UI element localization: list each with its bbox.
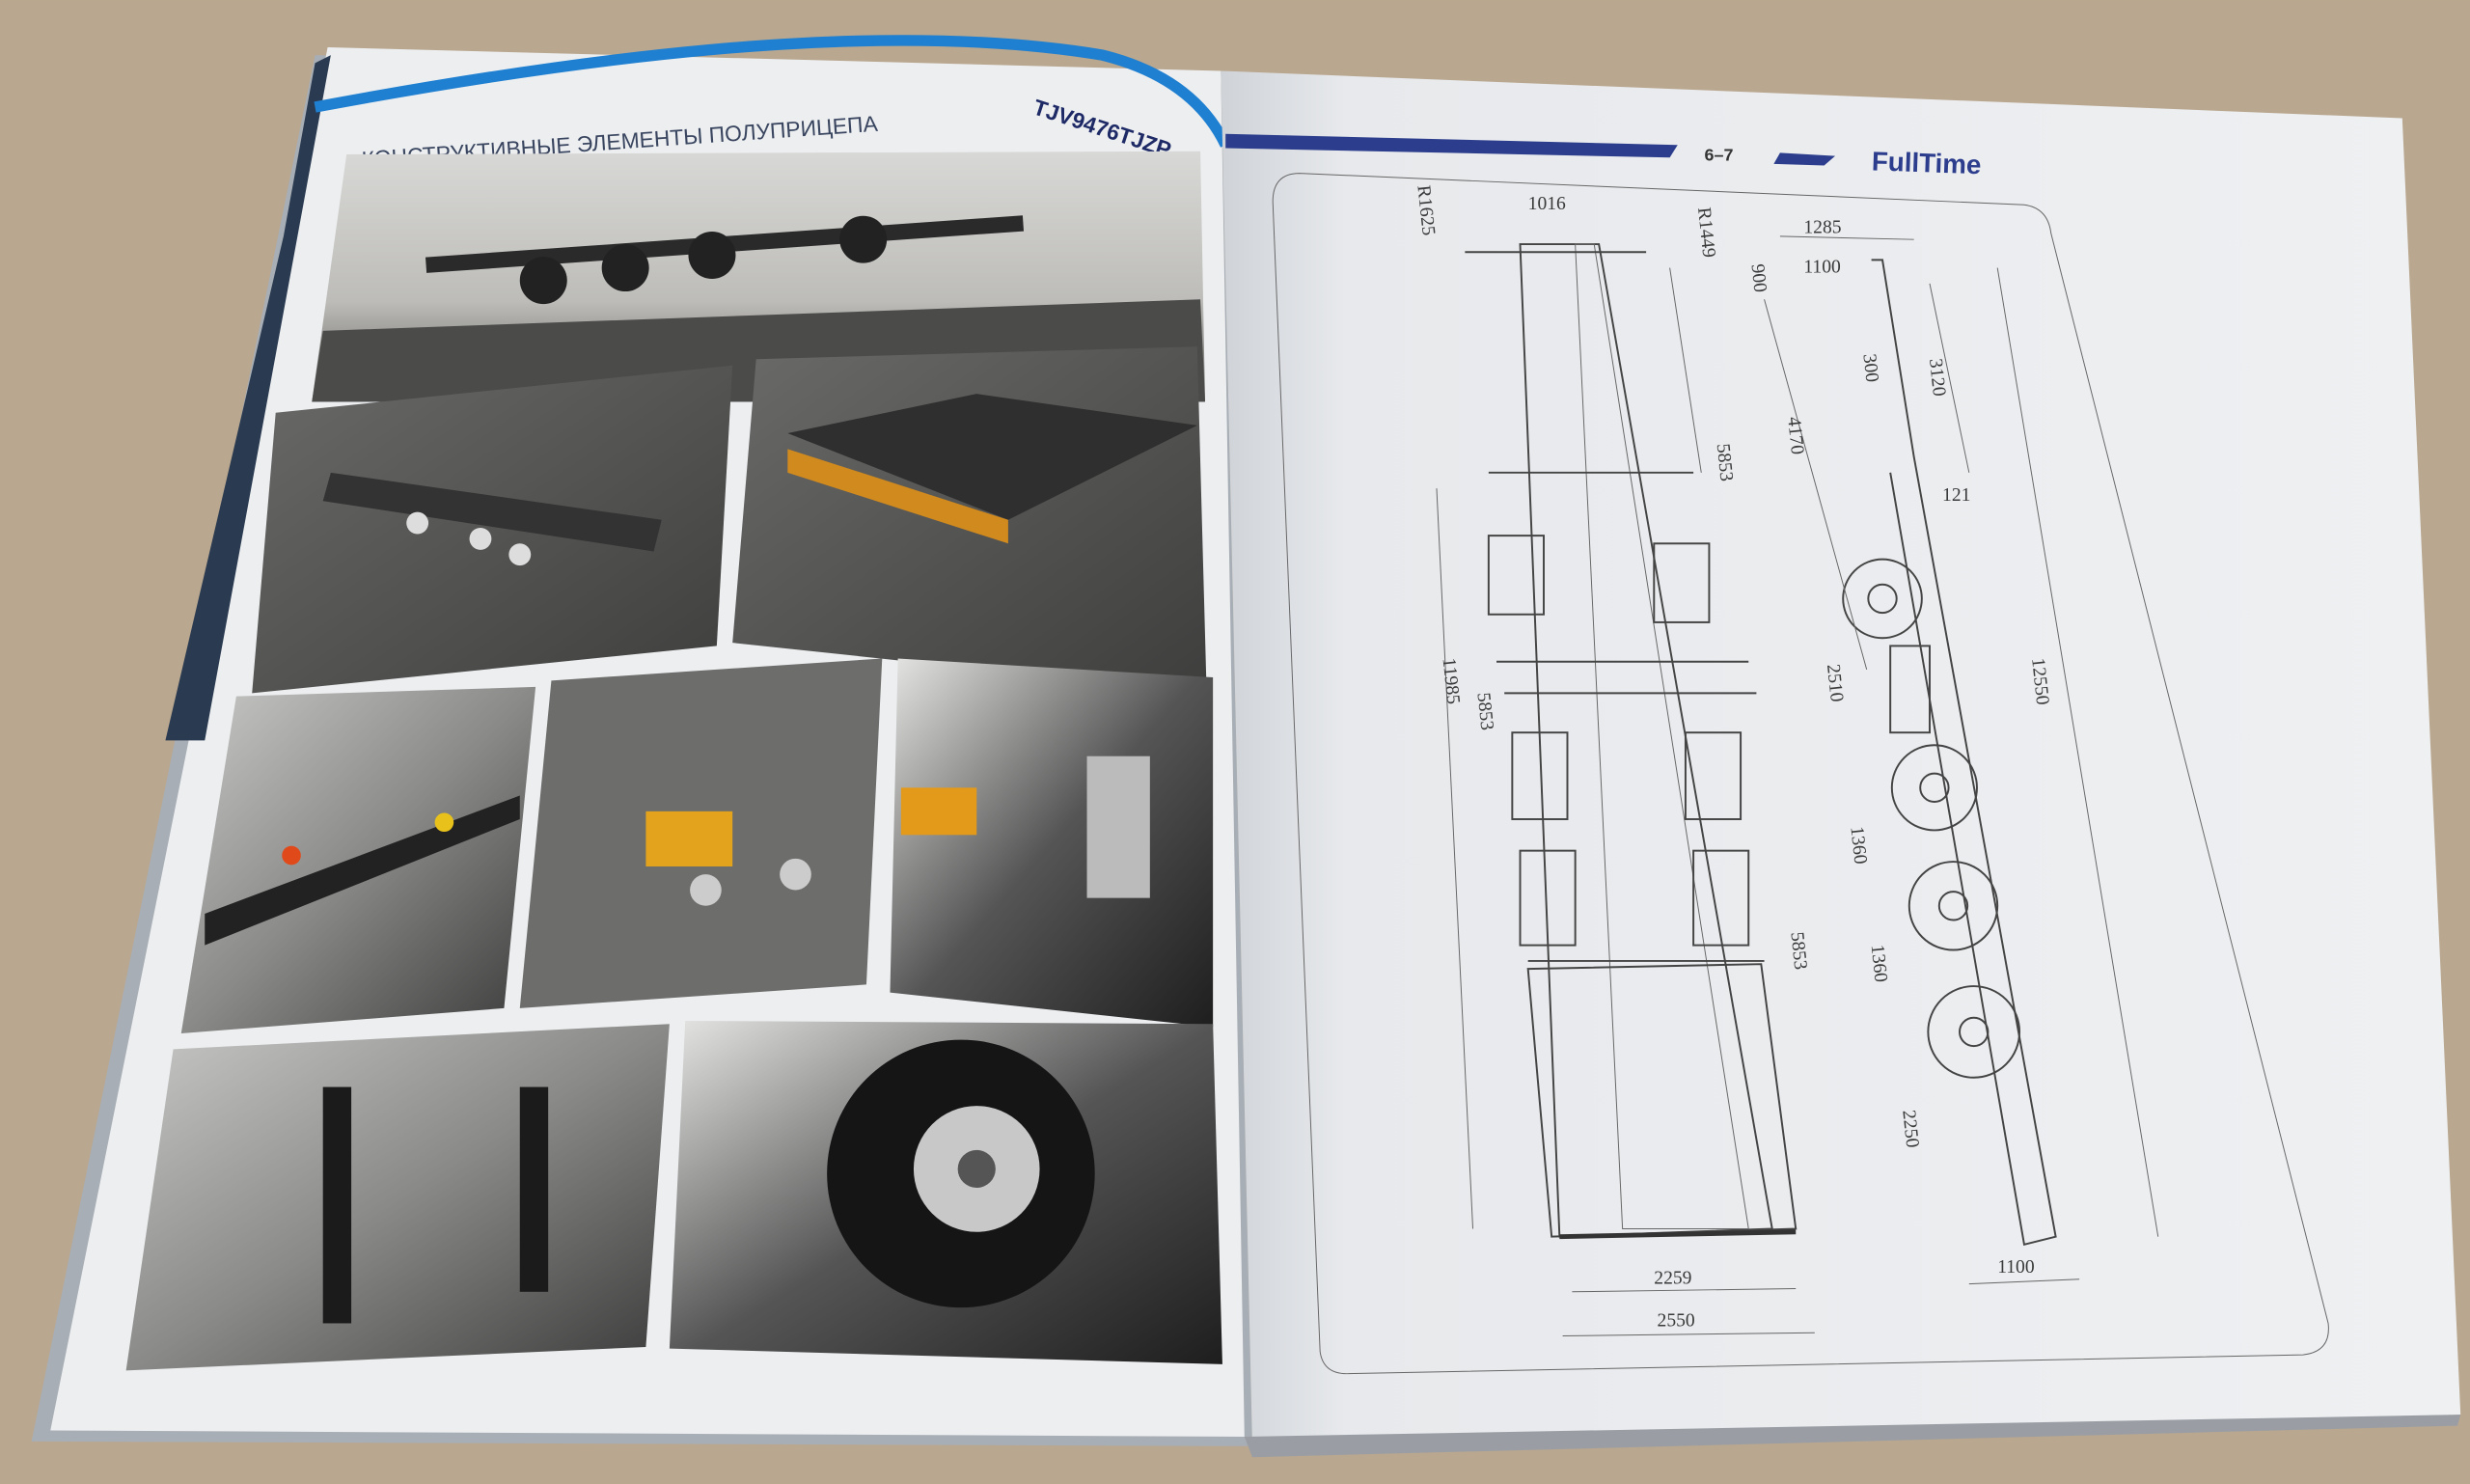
photo-landing-gear bbox=[125, 1024, 670, 1371]
header-bar-left bbox=[1225, 133, 1678, 158]
svg-text:11985: 11985 bbox=[1439, 657, 1464, 705]
svg-text:1100: 1100 bbox=[1803, 257, 1841, 277]
svg-text:4170: 4170 bbox=[1783, 416, 1807, 455]
svg-text:900: 900 bbox=[1747, 263, 1770, 294]
right-page: 6–7 FullTime bbox=[1221, 70, 2461, 1458]
photo-trailer-rear bbox=[732, 346, 1207, 694]
page-numbers: 6–7 bbox=[1705, 146, 1734, 165]
brand-logo: FullTime bbox=[1871, 146, 1982, 179]
svg-text:2259: 2259 bbox=[1654, 1269, 1691, 1289]
technical-drawing-top-view bbox=[1436, 243, 1815, 1336]
header-bar-right bbox=[1773, 152, 1836, 166]
photo-detail-connectors bbox=[519, 658, 883, 1008]
svg-text:300: 300 bbox=[1858, 353, 1881, 384]
photo-detail-twistlock bbox=[890, 658, 1214, 1028]
svg-text:1360: 1360 bbox=[1846, 825, 1870, 865]
svg-text:2550: 2550 bbox=[1658, 1311, 1695, 1332]
svg-text:1285: 1285 bbox=[1803, 218, 1841, 238]
svg-text:1016: 1016 bbox=[1528, 194, 1566, 214]
svg-text:1100: 1100 bbox=[1997, 1257, 2035, 1278]
svg-text:1360: 1360 bbox=[1867, 944, 1891, 983]
svg-text:121: 121 bbox=[1942, 485, 1970, 506]
page-edge-strip bbox=[165, 55, 331, 741]
photo-chassis-top bbox=[252, 365, 733, 694]
photo-wheel bbox=[669, 1020, 1222, 1364]
drawing-dimension-labels: R1625 1016 R1449 1285 1100 900 300 3120 … bbox=[1413, 184, 2052, 1332]
svg-text:5853: 5853 bbox=[1786, 931, 1810, 971]
drawing-frame bbox=[1272, 173, 2329, 1375]
left-page: КОНСТРУКТИВНЫЕ ЭЛЕМЕНТЫ ПОЛУПРИЦЕПА TJV9… bbox=[31, 35, 1252, 1446]
svg-text:5853: 5853 bbox=[1472, 692, 1496, 731]
svg-text:3120: 3120 bbox=[1925, 358, 1949, 398]
svg-text:5853: 5853 bbox=[1713, 443, 1737, 482]
technical-drawing-side-view bbox=[1764, 235, 2159, 1285]
svg-text:2250: 2250 bbox=[1898, 1109, 1922, 1148]
photo-detail-lights bbox=[180, 686, 536, 1034]
svg-text:12550: 12550 bbox=[2027, 657, 2052, 706]
svg-text:2510: 2510 bbox=[1823, 663, 1847, 702]
svg-text:R1449: R1449 bbox=[1693, 206, 1718, 259]
header-swoosh bbox=[314, 35, 1231, 148]
svg-text:R1625: R1625 bbox=[1413, 184, 1438, 236]
